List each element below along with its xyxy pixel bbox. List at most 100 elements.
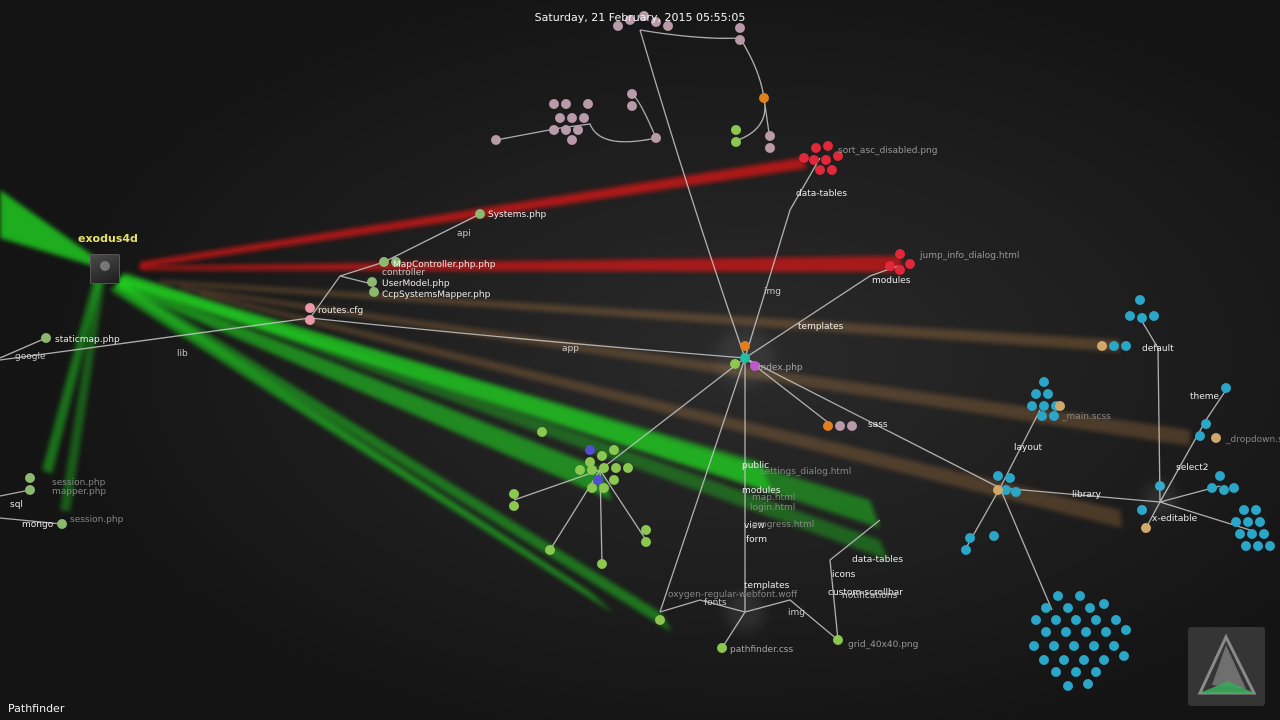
file-node [1221,383,1231,393]
orange-beam [160,280,1120,352]
file-node [895,249,905,259]
label-mapper-php: mapper.php [52,487,106,497]
label-session-php-2: session.php [70,515,124,525]
file-node [1051,615,1061,625]
file-node [475,209,485,219]
file-node [1109,341,1119,351]
file-node [1247,529,1257,539]
file-node [731,137,741,147]
file-node [611,463,621,473]
file-node [613,21,623,31]
edge [999,487,1053,611]
label-data-tables-top: data-tables [796,189,847,199]
file-node [961,545,971,555]
file-node [835,421,845,431]
file-node [1075,591,1085,601]
pathfinder-logo-icon [1188,627,1265,706]
label-modules-low: modules [742,486,781,496]
file-node [765,143,775,153]
tan-nodes [993,341,1221,533]
file-node [823,141,833,151]
file-node [597,559,607,569]
file-node [1043,389,1053,399]
node-cluster-blue [961,295,1275,555]
file-node [1111,615,1121,625]
green-beam [110,282,615,614]
file-node [537,427,547,437]
file-node [593,475,603,485]
file-node [993,471,1003,481]
file-node [369,287,379,297]
file-node [1063,681,1073,691]
dir-node [740,341,750,351]
orange-beam [180,286,1190,446]
file-node [833,635,843,645]
file-node [1049,641,1059,651]
label-staticmap-php: staticmap.php [55,335,120,345]
label-dropdown-scss: _dropdown.scss [1225,435,1280,445]
label-library: library [1072,490,1102,500]
file-node [1251,505,1261,515]
file-node [1243,517,1253,527]
file-node [1005,473,1015,483]
file-node [1215,471,1225,481]
green-beam [116,280,672,632]
file-node [1125,311,1135,321]
file-node [1207,483,1217,493]
file-node [1083,679,1093,689]
label-default: default [1142,344,1174,354]
label-index-php: index.php [758,363,803,373]
file-node [1001,485,1011,495]
dir-node [1141,523,1151,533]
edge [0,489,31,497]
file-node [827,165,837,175]
green-beams [0,190,888,632]
label-jump-info: jump_info_dialog.html [919,251,1019,261]
label-api: api [457,229,471,239]
label-grid-png: grid_40x40.png [848,640,918,650]
edge [1139,317,1161,503]
nodes[interactable] [25,11,1275,691]
edge [829,519,881,641]
label-sql: sql [10,500,23,510]
file-node [573,125,583,135]
file-node [1039,401,1049,411]
file-node [627,89,637,99]
edge [599,469,647,541]
dir-node [1055,401,1065,411]
label-modules-right: modules [872,276,911,286]
file-node [1255,517,1265,527]
file-node [1121,625,1131,635]
file-node [1027,401,1037,411]
label-dialog-html: settings_dialog.html [760,467,851,477]
file-node [549,99,559,109]
label-mongo: mongo [22,520,54,530]
label-select2: select2 [1176,463,1208,473]
file-node [1041,603,1051,613]
file-node [1109,641,1119,651]
dir-node [1211,433,1221,443]
label-img-low: img [788,608,805,618]
label-routes-cfg: routes.cfg [318,306,363,316]
file-node [305,303,315,313]
user-avatar-card[interactable]: exodus4d [78,232,158,284]
file-node [1039,377,1049,387]
file-node [509,489,519,499]
file-node [1039,655,1049,665]
file-node [1219,485,1229,495]
file-node [1071,667,1081,677]
file-node [583,99,593,109]
file-node [641,537,651,547]
label-pathfinder-css: pathfinder.css [730,645,793,655]
file-node [895,265,905,275]
edge [0,517,63,525]
file-node [731,125,741,135]
label-data-tables-low: data-tables [852,555,903,565]
file-node [1099,655,1109,665]
edge [495,123,657,143]
file-node [1031,615,1041,625]
file-node [1061,627,1071,637]
file-node [1231,517,1241,527]
edge [639,29,746,359]
